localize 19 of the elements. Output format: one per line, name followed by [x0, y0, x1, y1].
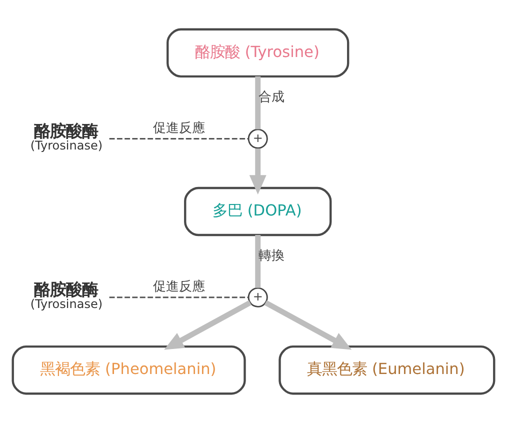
node-circle: + — [248, 286, 268, 307]
arrow — [249, 148, 266, 194]
edge-label: 轉換 — [258, 248, 285, 264]
arrow — [164, 300, 252, 350]
arrow — [264, 300, 352, 350]
node-text: 酪胺酸酶 (Tyrosinase) — [30, 280, 103, 311]
node-box: 酪胺酸 (Tyrosine) — [166, 28, 350, 77]
connector — [255, 76, 261, 129]
edge-label: 促進反應 — [152, 120, 205, 136]
connector — [109, 138, 248, 139]
node-text: 酪胺酸酶 (Tyrosinase) — [30, 121, 103, 152]
connector — [109, 296, 248, 298]
edge-label: 合成 — [258, 90, 285, 105]
connector — [255, 234, 261, 288]
node-box: 多巴 (DOPA) — [184, 186, 332, 236]
node-circle: + — [248, 128, 268, 148]
node-box: 黑褐色素 (Pheomelanin) — [12, 345, 246, 394]
node-box: 真黑色素 (Eumelanin) — [278, 345, 496, 394]
edge-label: 促進反應 — [152, 278, 205, 294]
